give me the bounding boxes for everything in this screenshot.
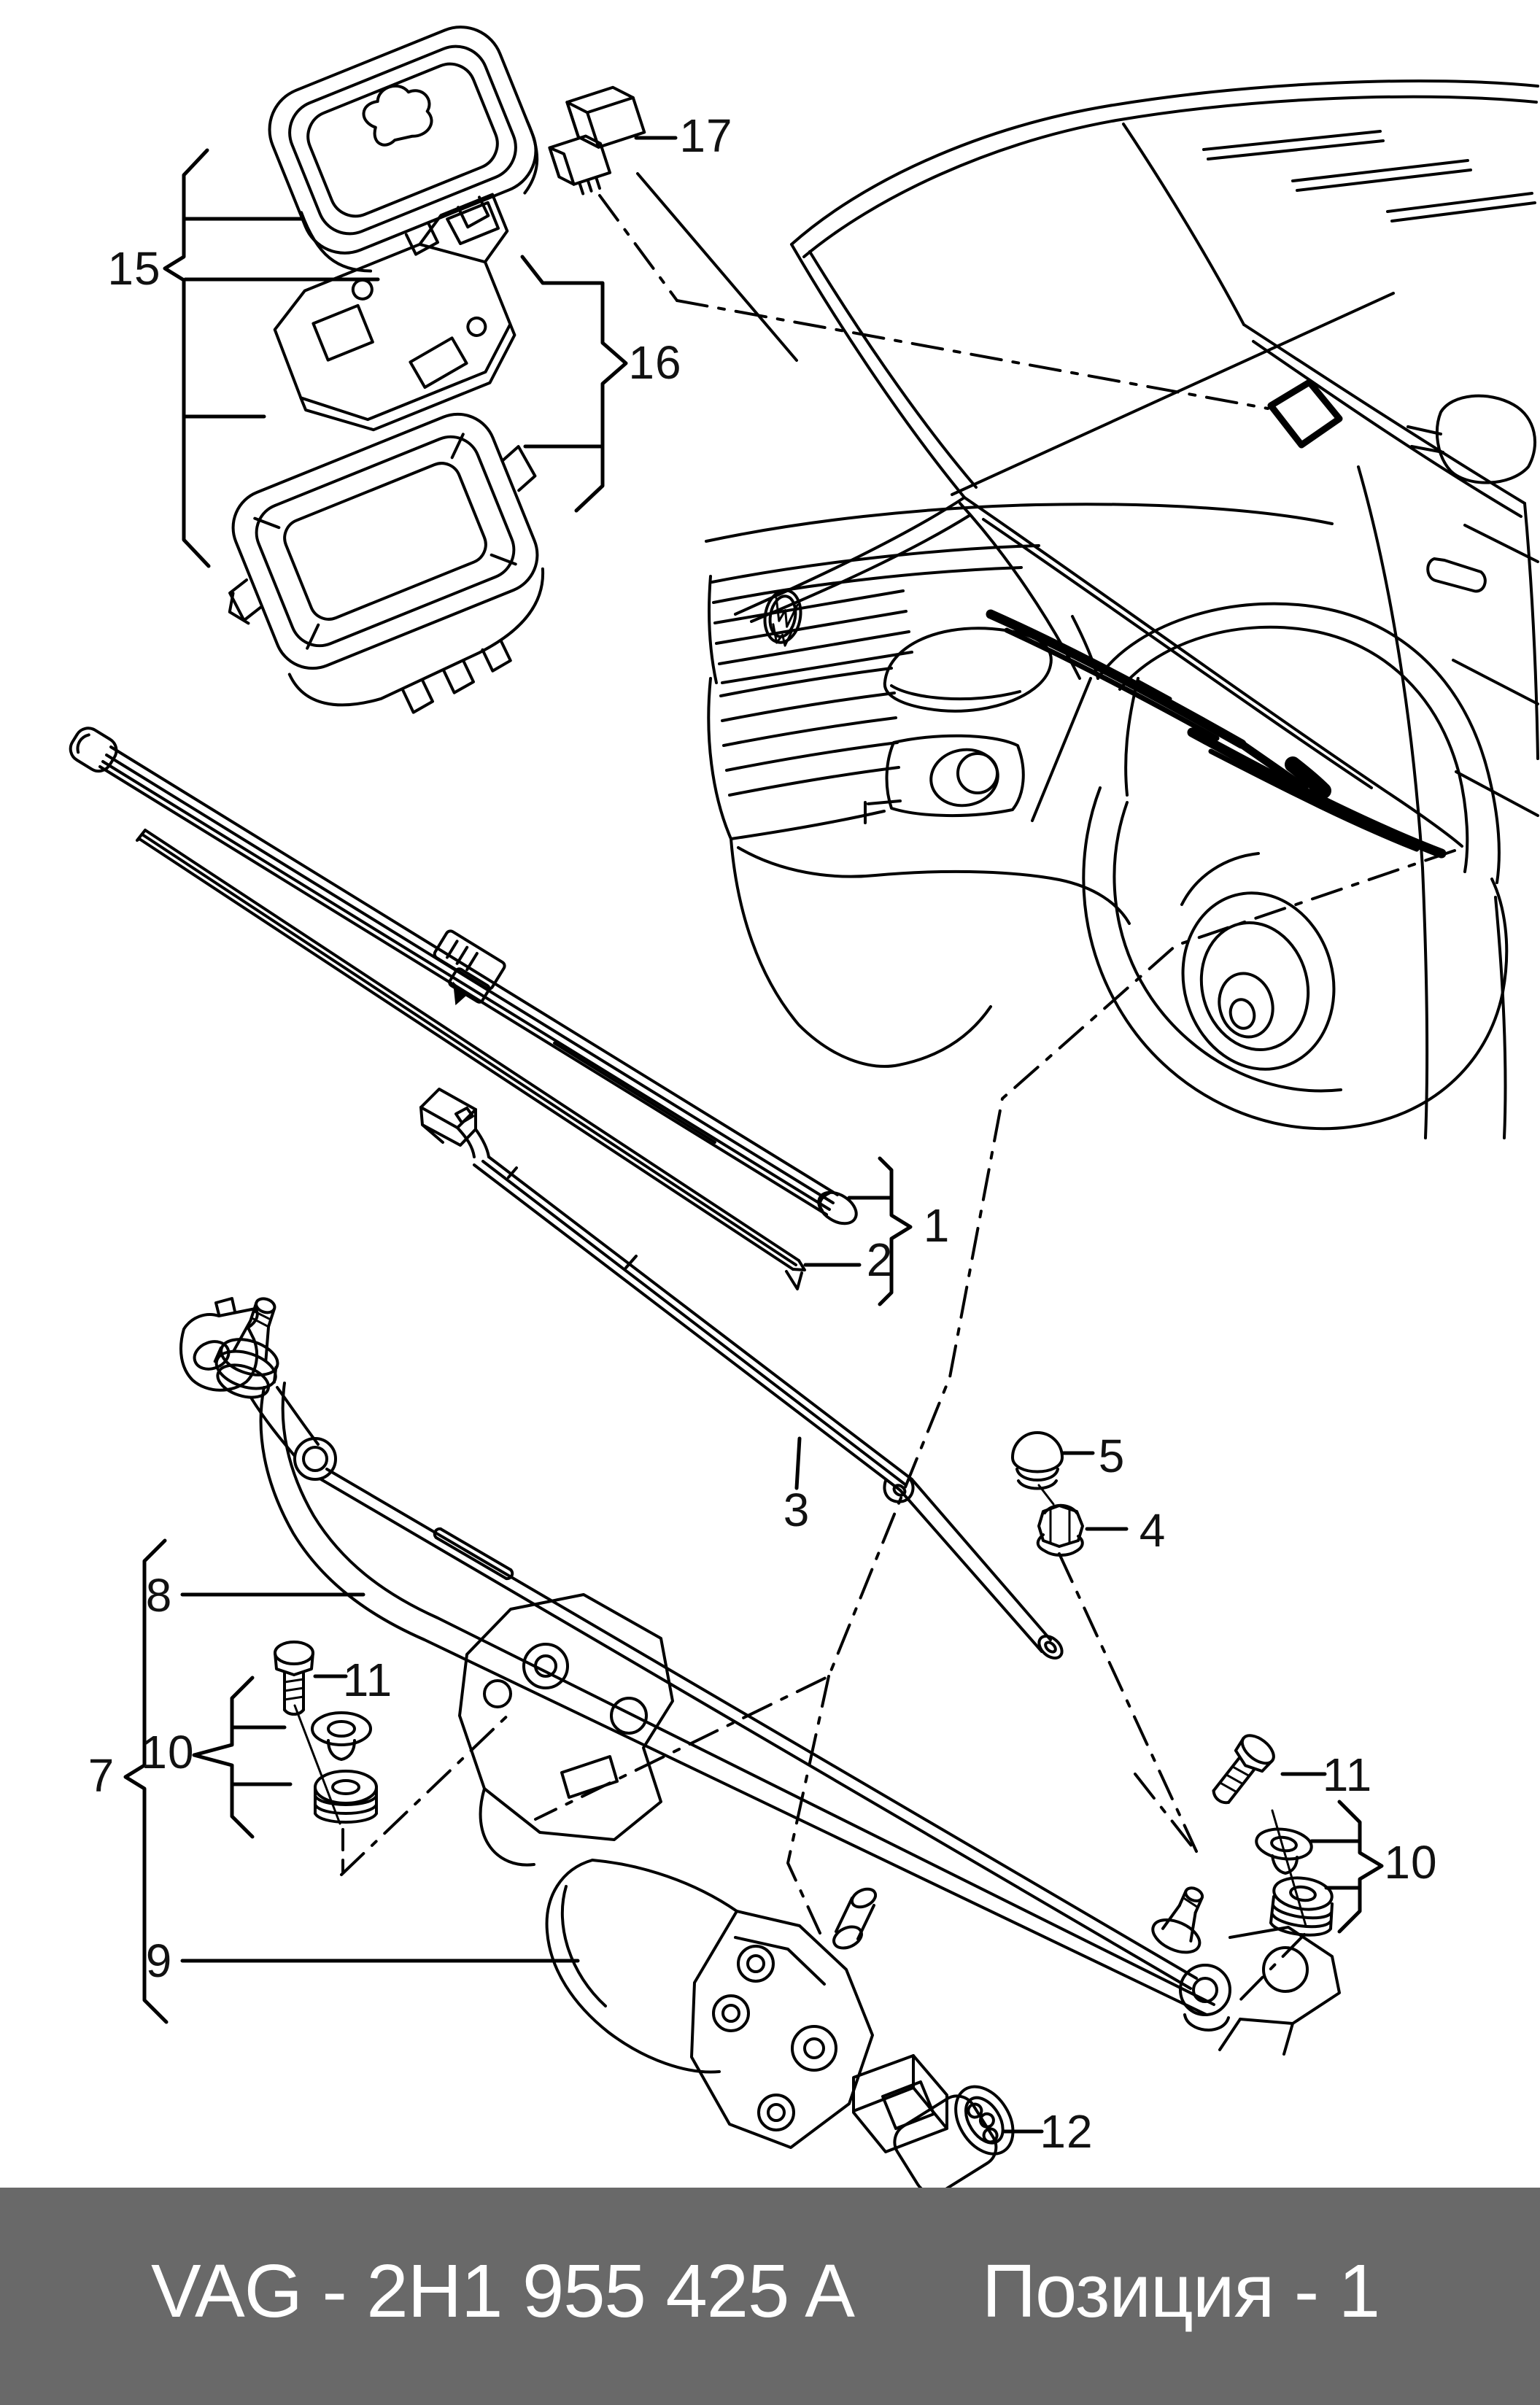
callout-10-left[interactable]: 10 xyxy=(141,1726,195,1778)
nut-4-drawing xyxy=(1036,1503,1129,1557)
linkage-frame-drawing xyxy=(179,1297,1341,2056)
bracket-1-2 xyxy=(803,1156,913,1306)
washers-10-left-drawing xyxy=(293,1704,515,1876)
alignment-leaders xyxy=(534,849,1456,1935)
callout-15[interactable]: 15 xyxy=(107,242,161,295)
callout-9[interactable]: 9 xyxy=(145,1935,173,1987)
washers-10-right-drawing xyxy=(1134,1773,1334,2006)
callout-7[interactable]: 7 xyxy=(88,1749,115,1802)
callout-2[interactable]: 2 xyxy=(866,1234,894,1286)
callout-5[interactable]: 5 xyxy=(1098,1430,1126,1482)
rain-sensor-housing-drawing xyxy=(228,412,545,714)
callout-17[interactable]: 17 xyxy=(679,109,733,162)
bracket-16 xyxy=(520,255,628,513)
position-text: Позиция - 1 xyxy=(982,2248,1380,2333)
callout-8[interactable]: 8 xyxy=(145,1569,173,1622)
callout-10-right[interactable]: 10 xyxy=(1384,1836,1438,1889)
wiper-arm-3-drawing xyxy=(419,1088,1064,1660)
callout-3[interactable]: 3 xyxy=(783,1484,810,1536)
wiper-motor-drawing xyxy=(545,1859,948,2153)
rain-sensor-unit-drawing xyxy=(273,193,516,432)
callout-11-right[interactable]: 11 xyxy=(1322,1748,1373,1801)
wiper-rubber-2-drawing xyxy=(136,829,806,1290)
bracket-15 xyxy=(163,148,380,568)
callout-12[interactable]: 12 xyxy=(1040,2105,1094,2158)
vehicle-drawing xyxy=(705,79,1539,1139)
bracket-10-right xyxy=(1309,1800,1384,1934)
footer-bar: VAG - 2H1 955 425 A Позиция - 1 xyxy=(0,2188,1540,2405)
callout-4[interactable]: 4 xyxy=(1139,1504,1166,1557)
callout-16[interactable]: 16 xyxy=(628,336,682,389)
callout-11-left[interactable]: 11 xyxy=(342,1654,393,1706)
callout-1[interactable]: 1 xyxy=(923,1199,951,1252)
bracket-10-left xyxy=(192,1676,293,1839)
cap-5-drawing xyxy=(1011,1431,1095,1490)
rain-sensor-cover-drawing xyxy=(268,26,539,273)
bolt-11-left-drawing xyxy=(274,1641,314,1716)
wiper-blade-1-drawing xyxy=(69,727,858,1225)
bolt-11-right-drawing xyxy=(1212,1734,1275,1805)
connector-12-drawing xyxy=(893,2085,1015,2195)
sensor-leader-lines xyxy=(598,172,1269,410)
part-number-text: VAG - 2H1 955 425 A xyxy=(151,2248,855,2333)
bracket-7 xyxy=(123,1538,169,2024)
connector-17-drawing xyxy=(548,85,646,195)
